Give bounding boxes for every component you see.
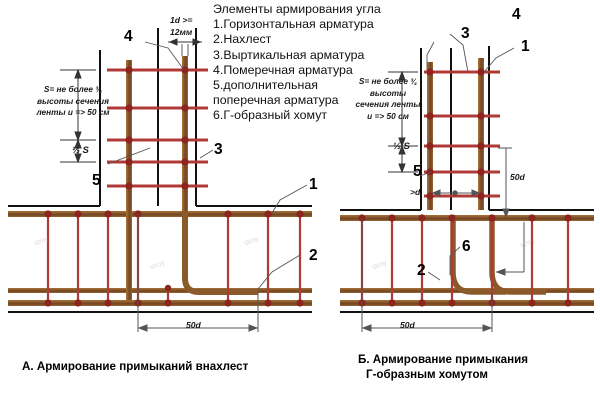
dimension-arrow-b-extra — [495, 222, 525, 276]
note-right-line1: S= не более ¾ — [358, 76, 418, 86]
leader-lines-b — [419, 33, 515, 281]
legend-item-5-cont: поперечная арматура — [213, 93, 339, 108]
callout-b-6: 6 — [462, 238, 471, 255]
dimension-50d-b — [361, 218, 493, 332]
callout-b-4: 4 — [512, 6, 521, 23]
lbend-rebar-a — [182, 211, 258, 295]
dimension-50d-label-right: 50d — [400, 320, 415, 330]
concrete-outline-a — [8, 28, 312, 313]
legend-item-5: 5.дополнительная — [213, 78, 318, 93]
dimension-50d-label-left: 50d — [186, 320, 201, 330]
legend-item-3: 3.Выртикальная арматура — [213, 47, 365, 62]
legend-item-1: 1.Горизонтальная арматура — [213, 17, 374, 32]
dimension-50d-vertical-label: 50d — [510, 172, 525, 182]
callout-b-3: 3 — [461, 25, 470, 42]
caption-a: А. Армирование примыканий внахлест — [22, 360, 248, 375]
callout-a-2: 2 — [309, 247, 318, 264]
callout-a-3: 3 — [214, 141, 223, 158]
legend-item-2: 2.Нахлест — [213, 32, 272, 47]
vertical-rebar-b — [427, 58, 484, 210]
half-s-label-right: ½ S — [393, 141, 410, 152]
caption-b-line2: Г-образным хомутом — [366, 367, 488, 381]
caption-a-line1: А. Армирование примыканий внахлест — [22, 360, 249, 373]
half-s-label-left: ½ S — [72, 145, 89, 156]
dimension-s-a — [60, 68, 96, 164]
dimension-1d-label: 1d >= 12мм — [170, 14, 214, 38]
wall-stirrups-b — [424, 70, 500, 198]
legend-item-4: 4.Померечная арматура — [213, 62, 353, 77]
caption-b-line1: Б. Армирование примыкания — [358, 353, 528, 366]
caption-b: Б. Армирование примыкания Г-образным хом… — [358, 353, 528, 382]
vertical-rebar-a — [126, 56, 188, 300]
note-left-line2: высоты сечения — [37, 95, 109, 106]
note-left-line1: S= не более ¾ — [43, 84, 103, 94]
legend-block: Элементы армирования угла 1.Горизонтальн… — [213, 2, 393, 124]
note-left-line3: ленты и => 50 см — [36, 107, 110, 117]
note-spacing-left: S= не более ¾ высоты сечения ленты и => … — [18, 84, 128, 119]
wall-stirrups-a — [107, 68, 208, 188]
note-right-line3: сечения ленты — [355, 99, 421, 109]
note-right-line2: высоты — [369, 87, 407, 98]
dimension-1d-a — [168, 38, 202, 56]
rebar-nodes-b — [358, 68, 572, 307]
note-spacing-right: S= не более ¾ высоты сечения ленты и => … — [340, 76, 436, 122]
dimension-1d-line2: 12мм — [170, 27, 193, 37]
dimension-50d-a — [137, 214, 259, 332]
rebar-nodes-a — [44, 66, 304, 307]
dimension-greater-d-label: >d — [410, 187, 421, 197]
callout-b-2: 2 — [417, 262, 426, 279]
note-right-line4: и => 50 см — [367, 110, 409, 121]
callout-a-4: 4 — [124, 28, 133, 45]
legend-item-6: 6.Г-образный хомут — [213, 108, 328, 123]
horizontal-rebar-a — [8, 211, 312, 306]
callout-a-5: 5 — [92, 172, 101, 189]
dimension-50d-vertical-b — [498, 147, 512, 219]
dimension-s-b — [388, 70, 418, 174]
callout-b-1: 1 — [521, 38, 530, 55]
leader-lines-a — [107, 41, 308, 290]
legend-title: Элементы армирования угла — [213, 2, 381, 16]
diagram-a-group — [8, 28, 312, 332]
callout-a-1: 1 — [309, 176, 318, 193]
diagram-b-group — [340, 33, 594, 332]
callout-b-5: 5 — [413, 163, 422, 180]
dimension-gtd-b — [431, 189, 481, 197]
dimension-1d-line1: 1d >= — [170, 15, 193, 25]
